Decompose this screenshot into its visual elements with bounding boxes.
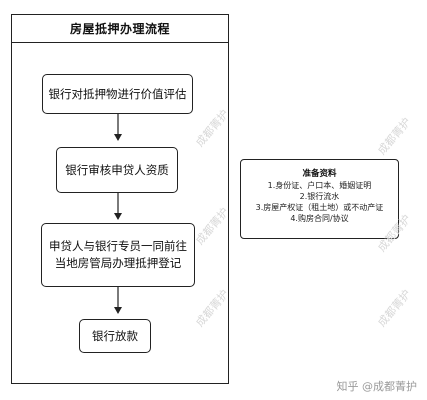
diagram-title: 房屋抵押办理流程 bbox=[12, 15, 228, 43]
note-item: 3.房屋产权证（租土地）或不动产证 bbox=[255, 203, 384, 212]
footer-watermark: 知乎 @成都菁护 bbox=[336, 380, 418, 393]
step-value-assessment: 银行对抵押物进行价值评估 bbox=[42, 74, 193, 114]
note-item: 4.购房合同/协议 bbox=[290, 214, 349, 223]
note-item: 1.身份证、户口本、婚姻证明 bbox=[267, 181, 372, 190]
required-documents-note: 准备资料 1.身份证、户口本、婚姻证明 2.银行流水 3.房屋产权证（租土地）或… bbox=[240, 159, 399, 239]
step-loan-disbursement: 银行放款 bbox=[79, 319, 151, 353]
step-qualification-review: 银行审核申贷人资质 bbox=[56, 147, 178, 193]
note-title: 准备资料 bbox=[302, 169, 337, 179]
step-mortgage-registration: 申贷人与银行专员一同前往 当地房管局办理抵押登记 bbox=[41, 223, 195, 287]
note-item: 2.银行流水 bbox=[299, 192, 340, 201]
